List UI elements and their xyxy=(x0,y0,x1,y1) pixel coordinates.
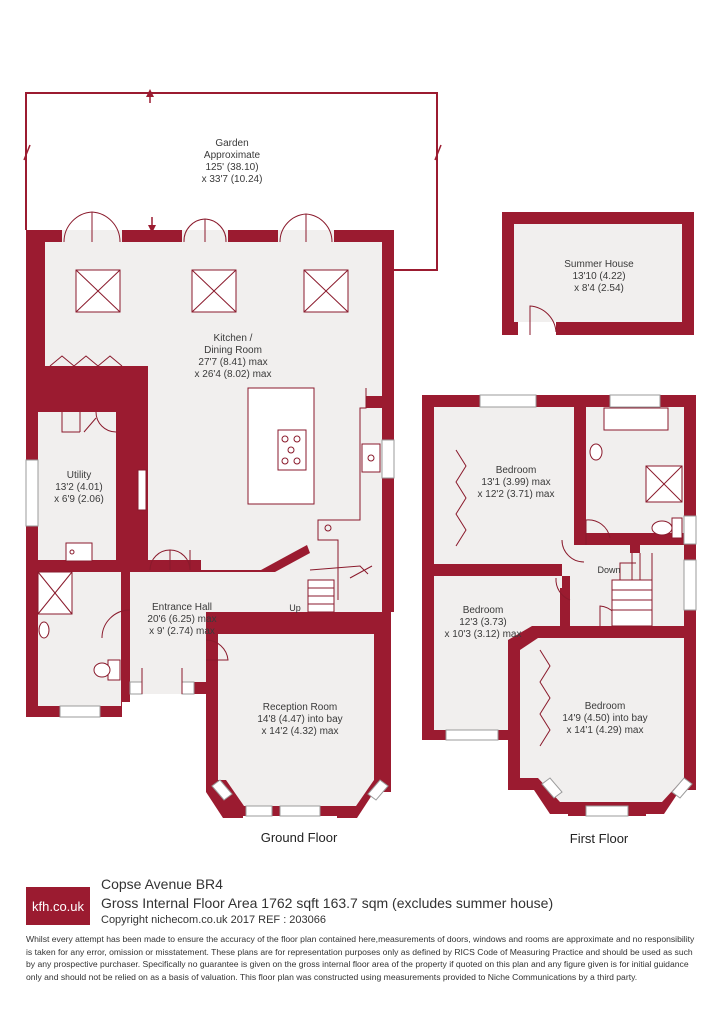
garden-dim2: x 33'7 (10.24) xyxy=(202,174,263,185)
stairs-up-label: Up xyxy=(289,603,301,613)
ground-floor-plan xyxy=(25,211,395,818)
bedroom3-dim2: x 14'1 (4.29) max xyxy=(567,725,644,736)
first-stairs xyxy=(611,553,653,627)
reception-name: Reception Room xyxy=(263,702,337,713)
bedroom2-dim1: 12'3 (3.73) xyxy=(459,617,507,628)
reception-dim1: 14'8 (4.47) into bay xyxy=(257,714,342,725)
bedroom1-dim2: x 12'2 (3.71) max xyxy=(478,489,555,500)
summer-house-dim1: 13'10 (4.22) xyxy=(572,271,625,282)
garden-name: Garden xyxy=(215,138,248,149)
stairs-down-label: Down xyxy=(597,565,620,575)
utility-name: Utility xyxy=(67,470,91,481)
disclaimer: Whilst every attempt has been made to en… xyxy=(26,934,695,982)
kitchen-name2: Dining Room xyxy=(204,345,262,356)
first-floor-plan xyxy=(422,394,697,817)
kitchen-dim1: 27'7 (8.41) max xyxy=(198,357,267,368)
floor-area: Gross Internal Floor Area 1762 sqft 163.… xyxy=(101,895,554,911)
garden-dim1: 125' (38.10) xyxy=(205,162,258,173)
bedroom1-dim1: 13'1 (3.99) max xyxy=(481,477,550,488)
summer-house-dim2: x 8'4 (2.54) xyxy=(574,283,624,294)
utility-dim2: x 6'9 (2.06) xyxy=(54,494,104,505)
bedroom3-name: Bedroom xyxy=(585,701,626,712)
entrance-name: Entrance Hall xyxy=(152,602,212,613)
ground-stairs xyxy=(307,565,373,613)
kfh-logo: kfh.co.uk xyxy=(26,887,90,925)
summer-house-name: Summer House xyxy=(564,259,634,270)
floor-plan: Garden Approximate 125' (38.10) x 33'7 (… xyxy=(23,89,697,846)
property-title: Copse Avenue BR4 xyxy=(101,876,223,892)
utility-dim1: 13'2 (4.01) xyxy=(55,482,103,493)
kitchen-dim2: x 26'4 (8.02) max xyxy=(195,369,272,380)
room-labels: Garden Approximate 125' (38.10) x 33'7 (… xyxy=(54,138,648,846)
bedroom2-dim2: x 10'3 (3.12) max xyxy=(445,629,522,640)
garden-outline xyxy=(23,89,442,271)
bath-icon xyxy=(603,407,669,431)
entrance-dim2: x 9' (2.74) max xyxy=(149,626,215,637)
ground-floor-label: Ground Floor xyxy=(261,830,338,845)
utility-sink-icon xyxy=(65,542,93,562)
first-floor-label: First Floor xyxy=(570,831,629,846)
bedroom2-name: Bedroom xyxy=(463,605,504,616)
copyright: Copyright nichecom.co.uk 2017 REF : 2030… xyxy=(101,914,327,926)
summer-house-plan xyxy=(502,212,694,335)
bedroom3-dim1: 14'9 (4.50) into bay xyxy=(562,713,647,724)
bedroom1-name: Bedroom xyxy=(496,465,537,476)
kitchen-name: Kitchen / xyxy=(214,333,253,344)
sink-icon xyxy=(361,443,381,473)
reception-dim2: x 14'2 (4.32) max xyxy=(262,726,339,737)
skylight xyxy=(75,269,349,313)
hob xyxy=(277,429,307,471)
garden-sub: Approximate xyxy=(204,150,261,161)
entrance-dim1: 20'6 (6.25) max xyxy=(147,614,216,625)
